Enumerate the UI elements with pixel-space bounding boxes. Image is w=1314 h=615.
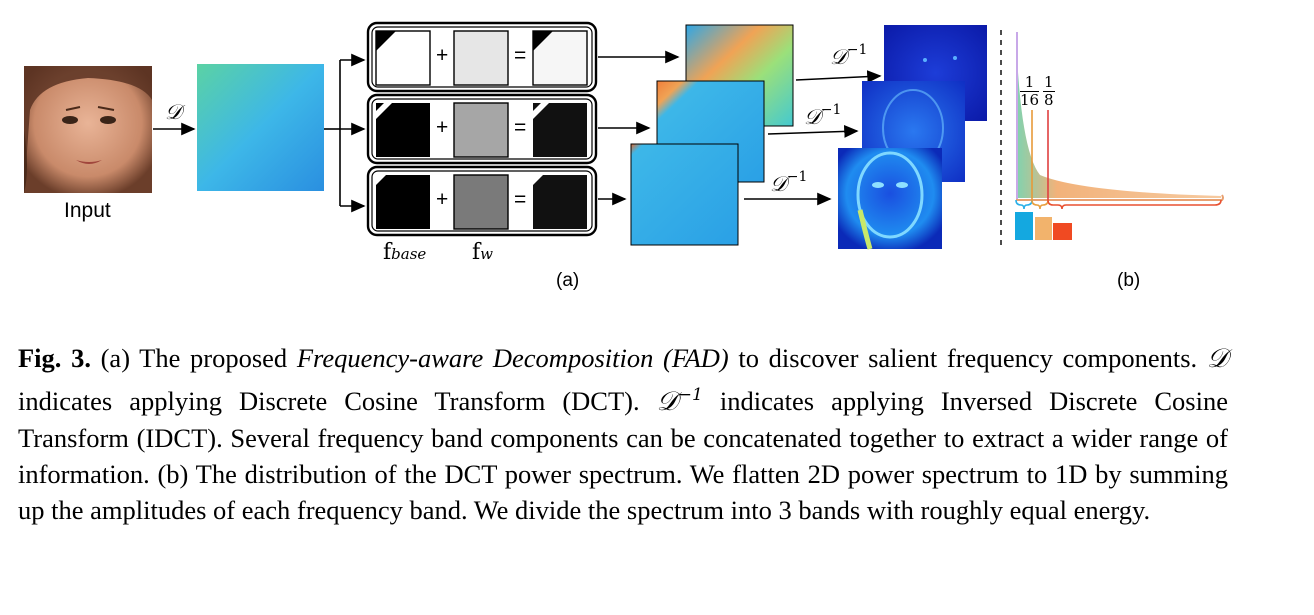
figure-caption: Fig. 3. (a) The proposed Frequency-aware… [18,340,1228,528]
idct-operator-label-low: 𝒟−1 [770,169,808,196]
low-band-energy-bar [1015,212,1033,240]
equals-sign: = [514,44,527,67]
high-band-energy-bar [1053,223,1072,240]
filter-row-low [366,165,598,237]
caption-text: to discover salient frequency components… [728,343,1207,373]
f-w-label: fw [472,240,493,265]
caption-text: indicates applying Discrete Cosine Trans… [18,385,657,416]
input-face-image [24,66,152,193]
equals-sign: = [514,188,527,211]
dct-spectrum-image [197,64,324,191]
plus-sign: + [436,44,449,67]
dct-operator-label: 𝒟 [165,100,182,124]
caption-dct-symbol: 𝒟 [1206,343,1228,374]
caption-emphasis: Frequency-aware Decomposition (FAD) [296,343,729,373]
filter-row-mid [366,93,598,165]
filter-row-high [366,21,598,93]
equals-sign: = [514,116,527,139]
low-band-spectrum [630,143,739,246]
plus-sign: + [436,116,449,139]
panel-a-label: (a) [556,270,580,291]
figure-number: Fig. 3. [18,343,91,373]
figure-panel: Input 𝒟 + = + = + = fbase fw 𝒟−1 𝒟−1 𝒟−1… [24,21,1224,291]
caption-text: (a) The proposed [90,343,297,373]
input-label: Input [64,199,111,222]
idct-output-low [838,148,942,250]
panel-b-label: (b) [1117,270,1141,291]
idct-operator-label-high: 𝒟−1 [830,42,868,69]
caption-text: indicates applying Inversed Discrete Cos… [18,385,1228,525]
idct-operator-label-mid: 𝒟−1 [804,102,842,129]
plus-sign: + [436,188,449,211]
power-spectrum-plot [1015,32,1224,240]
caption-idct-symbol: 𝒟−1 [656,385,703,417]
f-base-label: fbase [383,240,427,265]
mid-band-energy-bar [1035,217,1052,240]
figure-graphics [24,21,1224,250]
